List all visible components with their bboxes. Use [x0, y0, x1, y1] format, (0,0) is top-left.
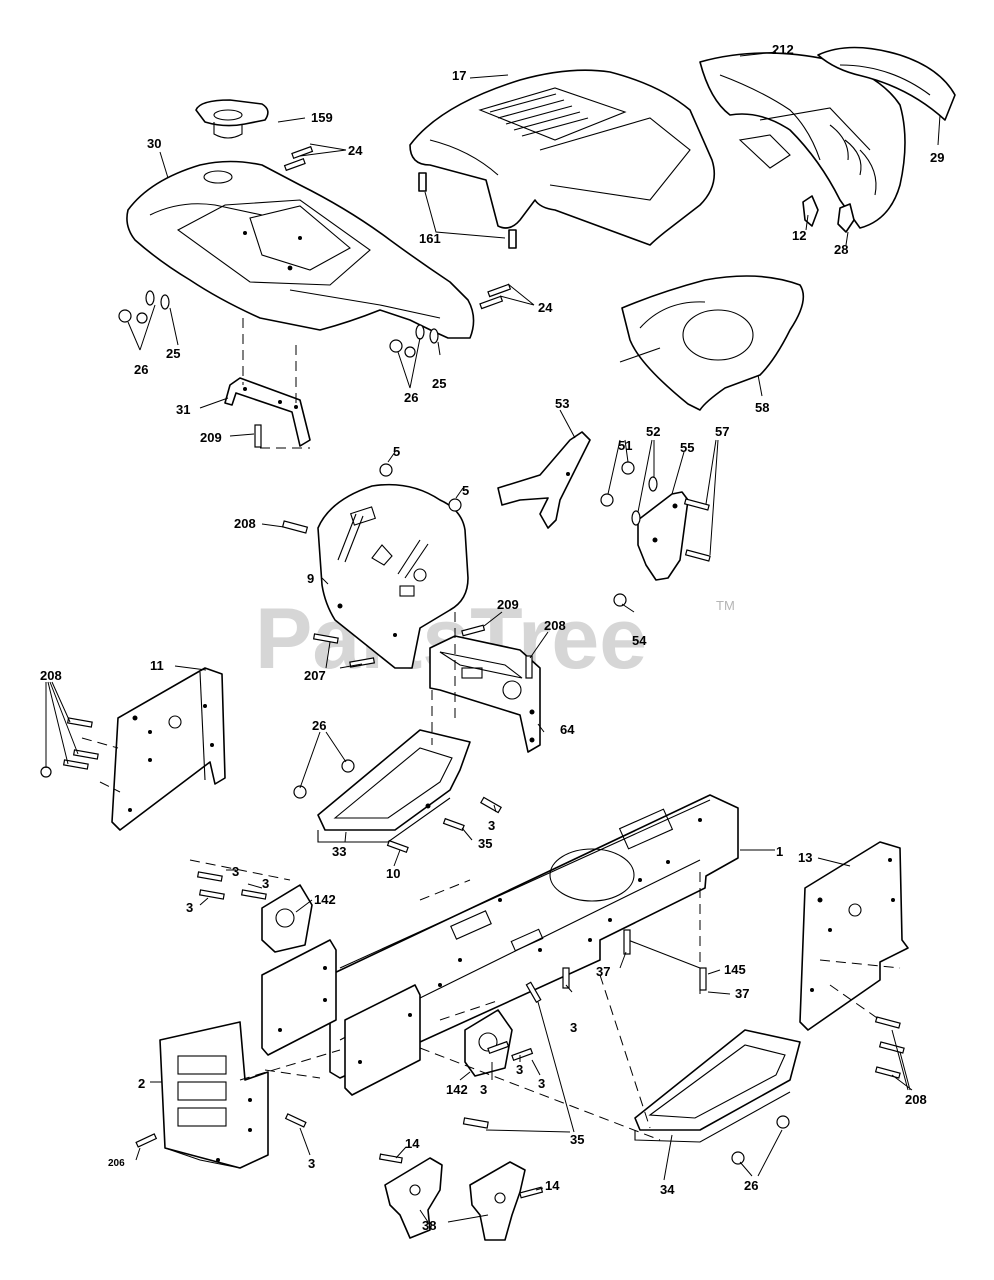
callout-209-lower[interactable]: 209 — [497, 597, 519, 612]
callout-14-left[interactable]: 14 — [405, 1136, 420, 1151]
part-34-rear-foot-plate[interactable] — [634, 1029, 801, 1143]
part-161-decal[interactable] — [418, 172, 517, 249]
callout-3-f[interactable]: 3 — [538, 1076, 545, 1091]
part-159-fuel-cap[interactable] — [195, 99, 269, 139]
callout-9[interactable]: 9 — [307, 571, 314, 586]
callout-17[interactable]: 17 — [452, 68, 466, 83]
callout-37-right[interactable]: 37 — [735, 986, 749, 1001]
callout-3-d[interactable]: 3 — [516, 1062, 523, 1077]
part-38-bracket-right[interactable] — [469, 1161, 526, 1241]
callout-37-left[interactable]: 37 — [596, 964, 610, 979]
callout-38[interactable]: 38 — [422, 1218, 436, 1233]
part-1-main-frame[interactable] — [329, 794, 739, 1079]
part-53-bracket[interactable] — [497, 431, 591, 529]
part-58-heat-shield[interactable] — [619, 275, 805, 411]
part-13-side-panel-right[interactable] — [799, 841, 909, 1031]
callout-labels: 159 30 24 17 161 212 29 12 28 24 25 26 2… — [40, 42, 944, 1233]
part-28-clip[interactable] — [837, 203, 855, 233]
callout-206[interactable]: 206 — [108, 1158, 125, 1169]
callout-209-upper[interactable]: 209 — [200, 430, 222, 445]
callout-25-left[interactable]: 25 — [166, 346, 180, 361]
callout-26-bottom[interactable]: 26 — [744, 1178, 758, 1193]
callout-3-a[interactable]: 3 — [232, 864, 239, 879]
part-17-hood[interactable] — [409, 69, 716, 246]
part-145-rod[interactable] — [627, 939, 701, 969]
part-38-bracket-left[interactable] — [384, 1157, 443, 1239]
callout-14-right[interactable]: 14 — [545, 1178, 560, 1193]
callout-54[interactable]: 54 — [632, 633, 647, 648]
callout-142-lower[interactable]: 142 — [446, 1082, 468, 1097]
callout-161[interactable]: 161 — [419, 231, 441, 246]
callout-208-console[interactable]: 208 — [544, 618, 566, 633]
callout-24-lower[interactable]: 24 — [538, 300, 553, 315]
callout-13[interactable]: 13 — [798, 850, 812, 865]
callout-207[interactable]: 207 — [304, 668, 326, 683]
callout-145[interactable]: 145 — [724, 962, 746, 977]
callout-5-right[interactable]: 5 — [462, 483, 469, 498]
part-12-clip[interactable] — [802, 195, 819, 227]
callout-24-upper[interactable]: 24 — [348, 143, 363, 158]
frame-axle-plate-rear[interactable] — [344, 984, 421, 1096]
frame-axle-plate-front[interactable] — [261, 939, 337, 1056]
callout-29[interactable]: 29 — [930, 150, 944, 165]
callout-10[interactable]: 10 — [386, 866, 400, 881]
callout-3-c[interactable]: 3 — [186, 900, 193, 915]
callout-208-left[interactable]: 208 — [40, 668, 62, 683]
callout-57[interactable]: 57 — [715, 424, 729, 439]
callout-212[interactable]: 212 — [772, 42, 794, 57]
callout-3-g[interactable]: 3 — [308, 1156, 315, 1171]
part-29-lens[interactable] — [817, 46, 956, 121]
part-33-foot-plate[interactable] — [317, 729, 471, 843]
callout-3-frame[interactable]: 3 — [570, 1020, 577, 1035]
callout-11[interactable]: 11 — [150, 658, 164, 673]
part-9-dash-panel[interactable] — [317, 483, 469, 669]
callout-53[interactable]: 53 — [555, 396, 569, 411]
callout-52[interactable]: 52 — [646, 424, 660, 439]
callout-35-upper[interactable]: 35 — [478, 836, 492, 851]
part-64-console[interactable] — [429, 635, 541, 753]
part-55-plate[interactable] — [637, 491, 689, 581]
callout-25-right[interactable]: 25 — [432, 376, 446, 391]
part-2-front-bracket[interactable] — [159, 1021, 269, 1169]
callout-159[interactable]: 159 — [311, 110, 333, 125]
callout-26-middle[interactable]: 26 — [312, 718, 326, 733]
callout-142-upper[interactable]: 142 — [314, 892, 336, 907]
callout-35-lower[interactable]: 35 — [570, 1132, 584, 1147]
callout-5-left[interactable]: 5 — [393, 444, 400, 459]
callout-3-upper[interactable]: 3 — [488, 818, 495, 833]
callout-31[interactable]: 31 — [176, 402, 190, 417]
callout-55[interactable]: 55 — [680, 440, 694, 455]
callout-51[interactable]: 51 — [618, 438, 632, 453]
callout-34[interactable]: 34 — [660, 1182, 675, 1197]
callout-64[interactable]: 64 — [560, 722, 575, 737]
callout-208-right[interactable]: 208 — [905, 1092, 927, 1107]
callout-33[interactable]: 33 — [332, 844, 346, 859]
callout-1[interactable]: 1 — [776, 844, 783, 859]
leader-lines — [45, 51, 941, 1223]
callout-2[interactable]: 2 — [138, 1076, 145, 1091]
part-142-axle-bracket-lower[interactable] — [464, 1009, 513, 1077]
callout-26-right[interactable]: 26 — [404, 390, 418, 405]
callout-58[interactable]: 58 — [755, 400, 769, 415]
callout-3-b[interactable]: 3 — [262, 876, 269, 891]
callout-208-dash[interactable]: 208 — [234, 516, 256, 531]
part-11-side-panel-left[interactable] — [111, 667, 226, 831]
callout-3-e[interactable]: 3 — [480, 1082, 487, 1097]
part-31-bracket[interactable] — [224, 377, 311, 447]
callout-30[interactable]: 30 — [147, 136, 161, 151]
callout-26-left[interactable]: 26 — [134, 362, 148, 377]
watermark-trademark: TM — [716, 598, 735, 613]
part-30-fender[interactable] — [126, 160, 475, 339]
part-142-axle-bracket-upper[interactable] — [261, 884, 313, 953]
assembly-lines — [81, 318, 901, 1141]
callout-12[interactable]: 12 — [792, 228, 806, 243]
callout-28[interactable]: 28 — [834, 242, 848, 257]
